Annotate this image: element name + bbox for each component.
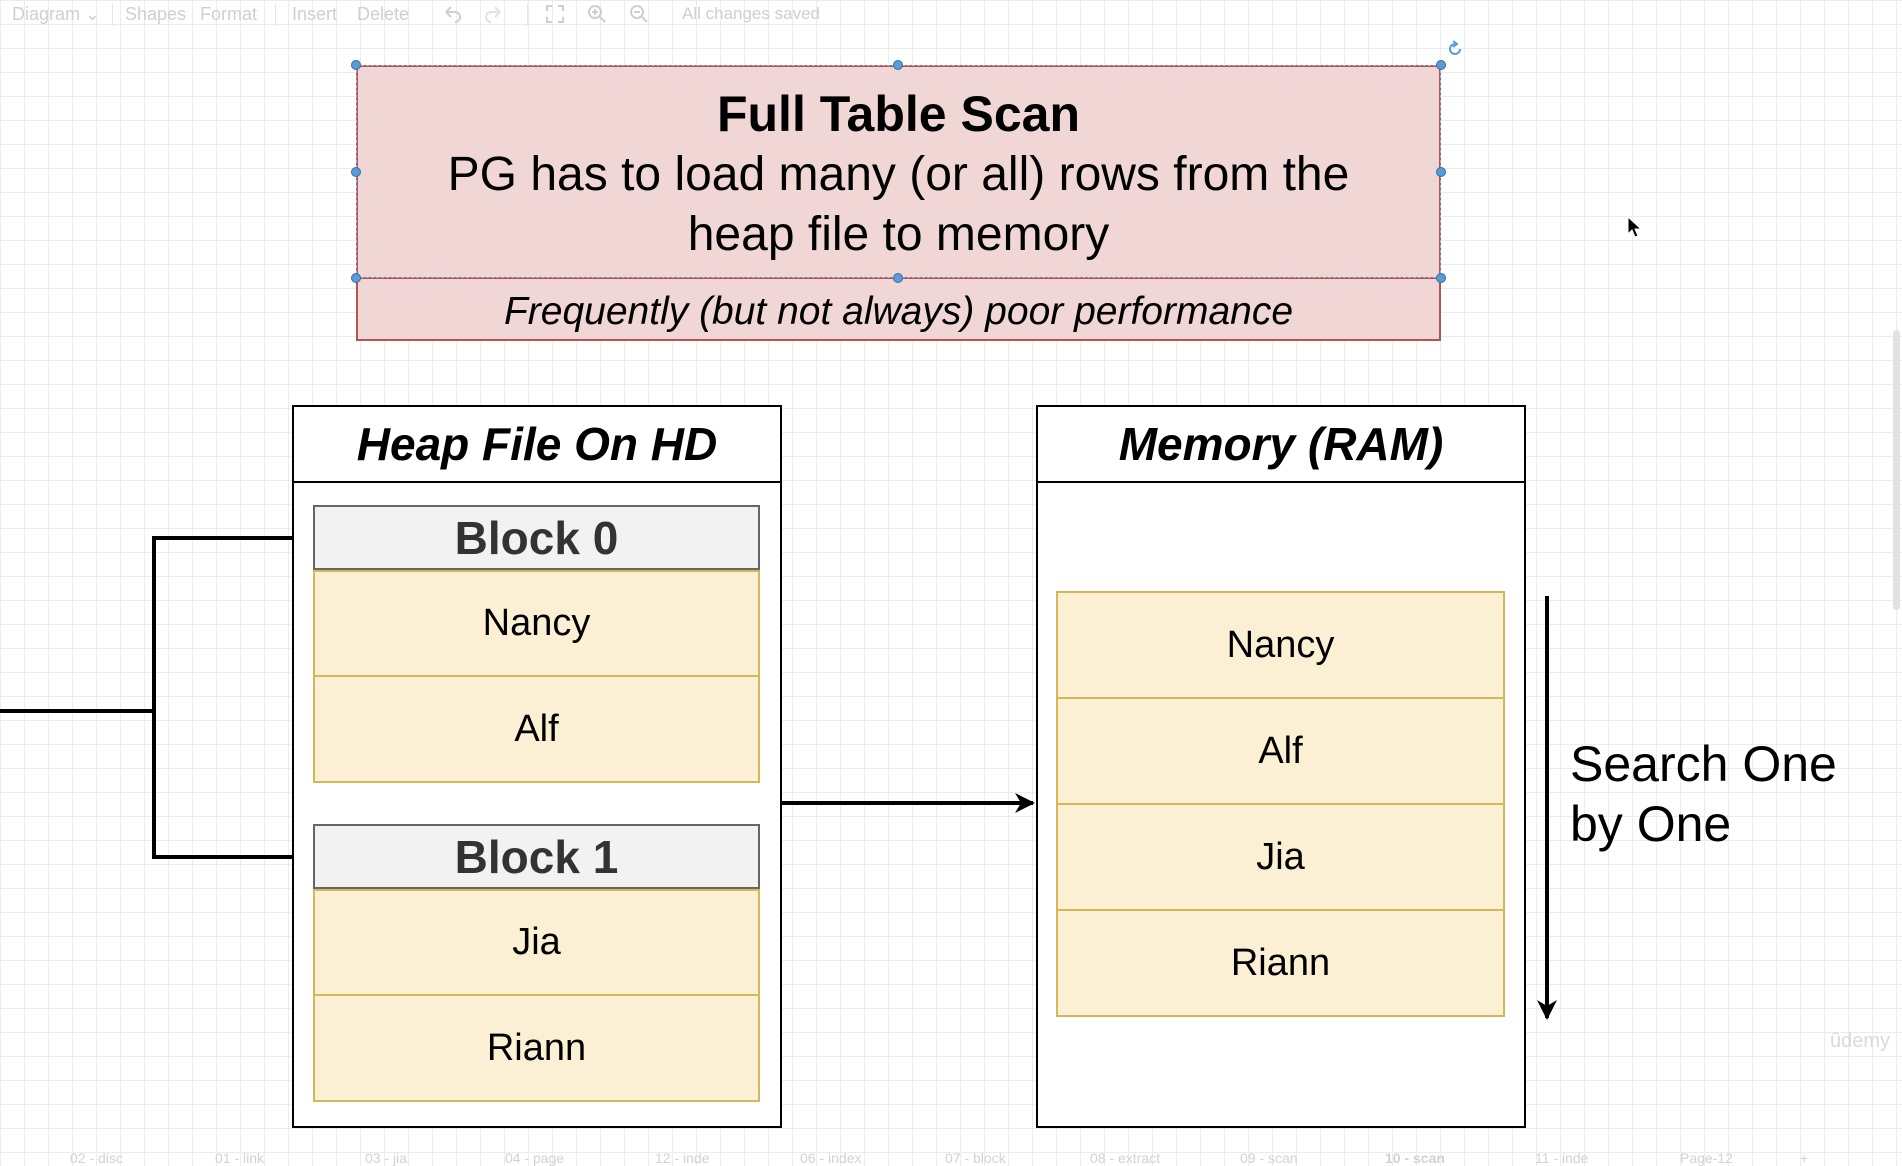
page-tab[interactable]: 03 - jia — [365, 1150, 408, 1166]
mouse-cursor-icon — [1627, 216, 1643, 238]
memory-row-alf[interactable]: Alf — [1056, 697, 1505, 805]
rotate-handle-icon[interactable] — [1446, 40, 1464, 58]
heap-row-jia[interactable]: Jia — [313, 889, 760, 996]
vertical-scrollbar[interactable] — [1893, 330, 1900, 610]
page-tab[interactable]: 08 - extract — [1090, 1150, 1161, 1166]
page-tab[interactable]: 07 - block — [945, 1150, 1006, 1166]
resize-handle-ne[interactable] — [1436, 60, 1446, 70]
resize-handle-e[interactable] — [1436, 167, 1446, 177]
resize-handle-sw[interactable] — [351, 273, 361, 283]
undo-icon[interactable] — [442, 4, 462, 24]
zoom-in-icon[interactable] — [587, 4, 607, 24]
page-tab[interactable]: Page-12 — [1680, 1150, 1733, 1166]
title-note: Frequently (but not always) poor perform… — [503, 290, 1294, 333]
toolbar-divider — [275, 4, 276, 26]
page-tab[interactable]: 01 - link — [215, 1150, 265, 1166]
redo-icon[interactable] — [484, 4, 504, 24]
heap-row-riann[interactable]: Riann — [313, 994, 760, 1102]
incoming-arrow-block-0 — [0, 528, 312, 713]
shapes-tab[interactable]: Shapes — [125, 4, 187, 24]
save-status: All changes saved — [682, 4, 820, 23]
memory-row-nancy[interactable]: Nancy — [1056, 591, 1505, 699]
memory-row-riann[interactable]: Riann — [1056, 909, 1505, 1017]
page-tab[interactable]: 12 - inde — [655, 1150, 710, 1166]
resize-handle-n[interactable] — [893, 60, 903, 70]
diagram-menu[interactable]: Diagram ⌄ — [12, 4, 101, 24]
page-tab[interactable]: 06 - index — [800, 1150, 862, 1166]
incoming-arrow-block-1 — [152, 711, 312, 867]
page-tab[interactable]: 11 - inde — [1535, 1150, 1589, 1166]
search-label: Search One by One — [1570, 736, 1837, 852]
page-tab[interactable]: 09 - scan — [1240, 1150, 1298, 1166]
watermark-logo: ûdemy — [1830, 1030, 1891, 1052]
resize-handle-s[interactable] — [893, 273, 903, 283]
page-tabs: 02 - disc 01 - link 03 - jia 04 - page 1… — [0, 1150, 1902, 1166]
resize-handle-w[interactable] — [351, 167, 361, 177]
delete-button[interactable]: Delete — [357, 4, 410, 24]
toolbar-divider — [527, 4, 528, 26]
diagram-menu-label: Diagram — [12, 4, 81, 24]
block-1-header[interactable]: Block 1 — [313, 824, 760, 889]
toolbar: Diagram ⌄ Shapes Format Insert Delete Al… — [0, 0, 1902, 32]
page-tab[interactable]: 04 - page — [505, 1150, 565, 1166]
block-0-header[interactable]: Block 0 — [313, 505, 760, 570]
format-tab[interactable]: Format — [200, 4, 258, 24]
page-tab[interactable]: 02 - disc — [70, 1150, 123, 1166]
heap-row-alf[interactable]: Alf — [313, 675, 760, 783]
fullscreen-icon[interactable] — [545, 4, 565, 24]
resize-handle-se[interactable] — [1436, 273, 1446, 283]
insert-button[interactable]: Insert — [292, 4, 338, 24]
title-box[interactable] — [356, 65, 1441, 341]
heap-row-nancy[interactable]: Nancy — [313, 570, 760, 677]
title-description: PG has to load many (or all) rows from t… — [447, 148, 1350, 261]
resize-handle-nw[interactable] — [351, 60, 361, 70]
memory-title: Memory (RAM) — [1038, 407, 1524, 483]
toolbar-divider — [112, 4, 113, 26]
add-page-icon[interactable]: + — [1800, 1150, 1809, 1166]
memory-row-jia[interactable]: Jia — [1056, 803, 1505, 911]
heap-file-title: Heap File On HD — [294, 407, 780, 483]
title-heading: Full Table Scan — [716, 86, 1081, 142]
zoom-out-icon[interactable] — [629, 4, 649, 24]
page-tab-active[interactable]: 10 - scan — [1385, 1150, 1445, 1166]
